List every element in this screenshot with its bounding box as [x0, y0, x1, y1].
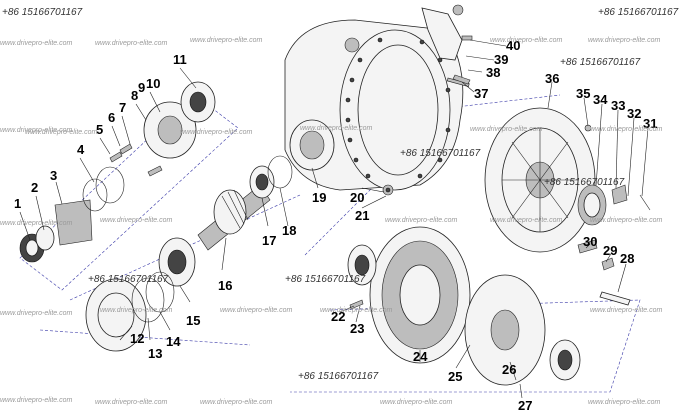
yoke-flange: [143, 101, 197, 159]
callout-13: 13: [148, 346, 162, 361]
callout-20: 20: [350, 190, 364, 205]
callout-35: 35: [576, 86, 590, 101]
callout-16: 16: [218, 278, 232, 293]
callout-22: 22: [331, 309, 345, 324]
callout-19: 19: [312, 190, 326, 205]
front-seal-stack: [19, 166, 125, 263]
callout-31: 31: [643, 116, 657, 131]
watermark-site: www.drivepro-elite.com: [490, 37, 563, 44]
callout-30: 30: [583, 234, 597, 249]
watermark-site: www.drivepro-elite.com: [25, 129, 98, 136]
watermark-site: www.drivepro-elite.com: [320, 307, 393, 314]
callout-25: 25: [448, 369, 462, 384]
callout-numbers: 1 2 3 4 5 6 7 8 9 10 11 12 13 14 15 16 1…: [14, 38, 657, 411]
watermark-site: www.drivepro-elite.com: [300, 125, 373, 132]
watermark-site: www.drivepro-elite.com: [100, 307, 173, 314]
watermark-phone: +86 15166701167: [298, 371, 379, 382]
watermark-site: www.drivepro-elite.com: [590, 217, 663, 224]
callout-33: 33: [611, 98, 625, 113]
watermark-site: www.drivepro-elite.com: [0, 40, 73, 47]
callout-10: 10: [146, 76, 160, 91]
watermark-site: www.drivepro-elite.com: [0, 397, 73, 404]
wheel-hub: [484, 107, 596, 253]
watermark-site: www.drivepro-elite.com: [0, 310, 73, 317]
callout-6: 6: [108, 110, 115, 125]
callout-27: 27: [518, 398, 532, 411]
watermark-site: www.drivepro-elite.com: [385, 217, 458, 224]
callout-17: 17: [262, 233, 276, 248]
gear-34: [577, 184, 607, 226]
callout-3: 3: [50, 168, 57, 183]
watermark-phone: +86 15166701167: [400, 148, 481, 159]
ring-gear: [369, 226, 471, 364]
differential-case: [464, 274, 546, 386]
small-fasteners: [452, 74, 651, 211]
callout-32: 32: [627, 106, 641, 121]
watermark-site: www.drivepro-elite.com: [180, 129, 253, 136]
callout-39: 39: [494, 52, 508, 67]
watermark-phone: +86 15166701167: [560, 57, 641, 68]
callout-21: 21: [355, 208, 369, 223]
watermark-site: www.drivepro-elite.com: [590, 126, 663, 133]
watermark-site: www.drivepro-elite.com: [95, 399, 168, 406]
watermark-site: www.drivepro-elite.com: [220, 307, 293, 314]
watermark-sites: www.drivepro-elite.com www.drivepro-elit…: [0, 37, 663, 406]
watermark-site: www.drivepro-elite.com: [100, 217, 173, 224]
callout-34: 34: [593, 92, 608, 107]
watermark-site: www.drivepro-elite.com: [588, 399, 661, 406]
seal-22: [347, 244, 377, 310]
callout-2: 2: [31, 180, 38, 195]
watermark-site: www.drivepro-elite.com: [380, 399, 453, 406]
watermark-site: www.drivepro-elite.com: [470, 126, 543, 133]
watermark-phone: +86 15166701167: [598, 7, 679, 18]
callout-36: 36: [545, 71, 559, 86]
callout-5: 5: [96, 122, 103, 137]
watermark-site: www.drivepro-elite.com: [0, 127, 73, 134]
bearing-11: [180, 81, 216, 123]
callout-4: 4: [77, 142, 85, 157]
watermark-phone: +86 15166701167: [544, 177, 625, 188]
callout-8: 8: [131, 88, 138, 103]
watermark-site: www.drivepro-elite.com: [200, 399, 273, 406]
callout-24: 24: [413, 349, 428, 364]
side-bearing: [549, 339, 581, 381]
studs-and-nuts: [577, 239, 631, 306]
watermark-site: www.drivepro-elite.com: [190, 37, 263, 44]
callout-28: 28: [620, 251, 634, 266]
watermark-phone: +86 15166701167: [2, 7, 83, 18]
callout-15: 15: [186, 313, 200, 328]
flange-bolts: [109, 143, 163, 177]
callout-11: 11: [173, 52, 187, 67]
drain-plug: [382, 184, 394, 196]
callout-23: 23: [350, 321, 364, 336]
callout-9: 9: [138, 80, 145, 95]
callout-12: 12: [130, 331, 144, 346]
callout-38: 38: [486, 65, 500, 80]
leader-lines: [19, 39, 649, 399]
watermark-phone: +86 15166701167: [88, 274, 169, 285]
axle-housing: [284, 19, 464, 191]
pinion-shaft: [197, 184, 271, 251]
callout-1: 1: [14, 196, 21, 211]
watermark-site: www.drivepro-elite.com: [590, 307, 663, 314]
housing-bolt-holes: [345, 37, 451, 179]
watermark-site: www.drivepro-elite.com: [0, 220, 73, 227]
callout-29: 29: [603, 243, 617, 258]
watermark-site: www.drivepro-elite.com: [588, 37, 661, 44]
callout-37: 37: [474, 86, 488, 101]
shim-rings: [85, 271, 175, 352]
bracket-plate: [421, 4, 473, 87]
callout-14: 14: [166, 334, 181, 349]
watermark-phones: +86 15166701167 +86 15166701167 +86 1516…: [2, 7, 679, 382]
callout-18: 18: [282, 223, 296, 238]
callout-40: 40: [506, 38, 520, 53]
pinion-bearings: [158, 155, 293, 287]
watermark-phone: +86 15166701167: [285, 274, 366, 285]
watermark-site: www.drivepro-elite.com: [490, 217, 563, 224]
callout-26: 26: [502, 362, 516, 377]
watermark-site: www.drivepro-elite.com: [95, 40, 168, 47]
callout-7: 7: [119, 100, 126, 115]
